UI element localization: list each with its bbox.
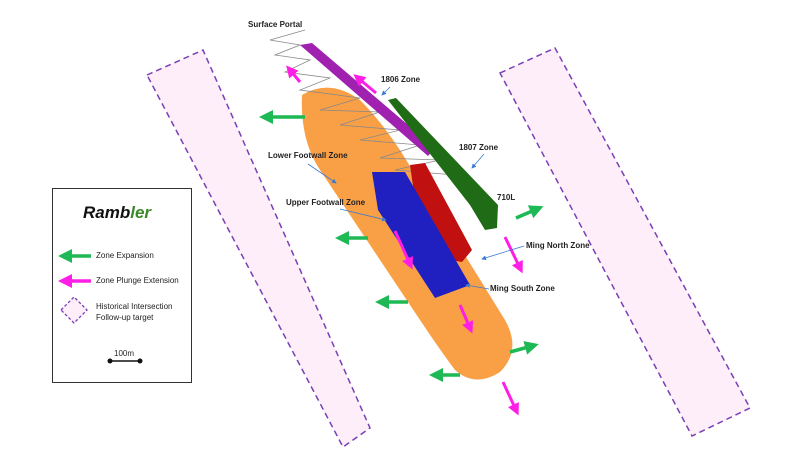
label-710l: 710L — [497, 193, 516, 202]
label-1806-zone: 1806 Zone — [381, 75, 421, 84]
legend-plunge-extension: Zone Plunge Extension — [96, 276, 179, 285]
historical-target-right — [498, 47, 752, 437]
dashed-target-icon — [60, 296, 88, 324]
historical-target-left — [145, 49, 371, 449]
legend-symbols — [58, 249, 143, 364]
rambler-logo: Rambler — [83, 203, 152, 222]
label-ming-south: Ming South Zone — [490, 284, 555, 293]
label-ming-north: Ming North Zone — [526, 241, 590, 250]
legend-historical-2: Follow-up target — [96, 313, 154, 322]
label-upper-footwall: Upper Footwall Zone — [286, 198, 366, 207]
legend: Rambler Zone Expansion Zone Plunge Exten… — [52, 188, 192, 383]
label-1807-zone: 1807 Zone — [459, 143, 499, 152]
label-lower-footwall: Lower Footwall Zone — [268, 151, 348, 160]
zone-1807 — [388, 98, 498, 230]
legend-zone-expansion: Zone Expansion — [96, 251, 154, 260]
legend-historical-1: Historical Intersection — [96, 302, 173, 311]
decline-ramp — [269, 29, 456, 176]
zone-expansion-arrows — [259, 110, 544, 382]
plunge-extension-arrows — [286, 65, 523, 416]
zone-1806 — [300, 43, 435, 156]
callout-lines — [307, 86, 525, 290]
ming-north-zone — [410, 163, 472, 262]
scale-label: 100m — [114, 349, 135, 358]
ming-south-zone — [372, 172, 470, 298]
label-surface-portal: Surface Portal — [248, 20, 303, 29]
